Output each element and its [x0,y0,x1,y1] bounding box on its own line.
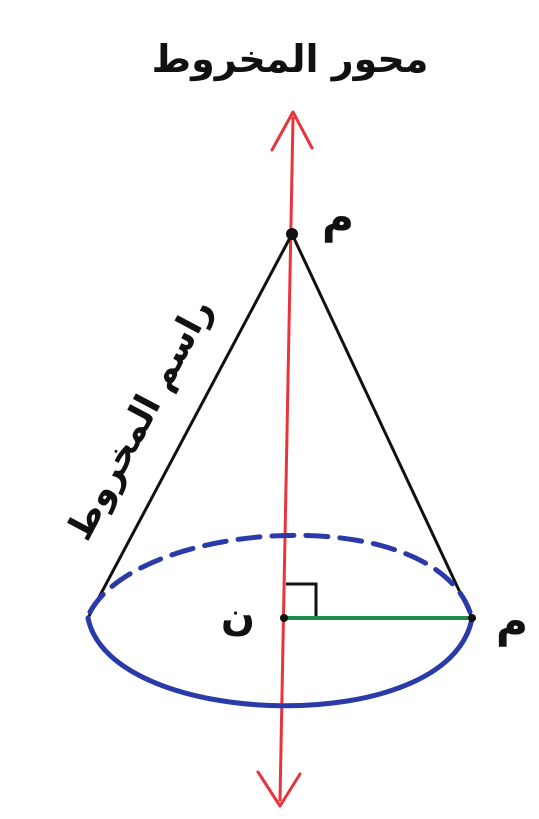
base-edge-label: م [496,596,528,647]
cone-left-side [86,232,294,620]
cone-right-side [290,232,474,620]
base-edge-point [468,614,476,622]
cone-sides [86,232,474,620]
axis-line [278,116,295,802]
axis-arrowhead-bottom [256,770,302,808]
slant-height-label: راسم المخروط [59,292,221,547]
base-back-edge-dashed [87,532,473,615]
base-front-edge [85,615,475,709]
base-center-point [280,614,288,622]
axis-arrowhead-top [270,110,314,152]
apex-label: م [322,192,354,243]
apex-point [286,228,298,240]
right-angle-marker [286,582,318,616]
base-center-label: ن [221,594,255,640]
axis-label: محور المخروط [152,37,429,82]
cone-axis-arrow [256,110,314,808]
